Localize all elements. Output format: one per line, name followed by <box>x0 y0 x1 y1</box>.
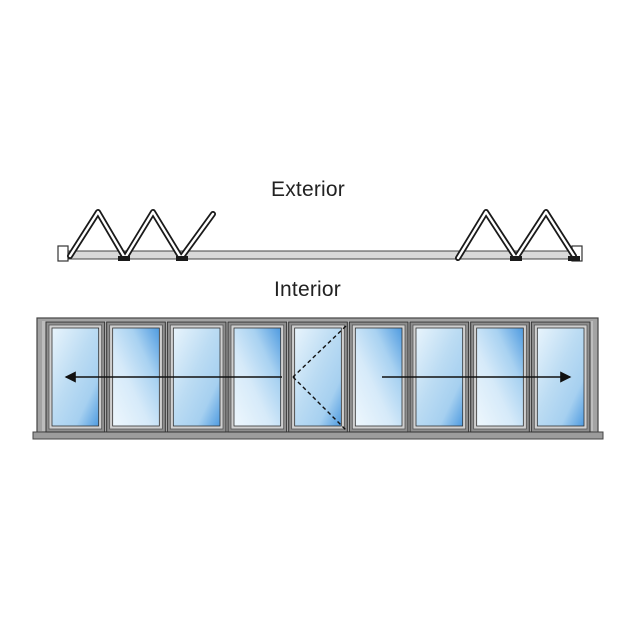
track-rail <box>59 250 581 260</box>
left-folded-panels <box>67 209 216 261</box>
interior-label: Interior <box>274 278 341 301</box>
swing-indicator-icon <box>292 325 347 431</box>
left-jamb <box>57 245 69 262</box>
sill <box>32 431 604 440</box>
glass-pane <box>294 327 342 427</box>
left-hinge-marks <box>118 256 188 261</box>
interior-elevation-view <box>32 317 604 440</box>
right-hinge-marks <box>510 256 580 261</box>
exterior-label: Exterior <box>271 178 345 201</box>
exterior-plan-view <box>57 209 583 262</box>
